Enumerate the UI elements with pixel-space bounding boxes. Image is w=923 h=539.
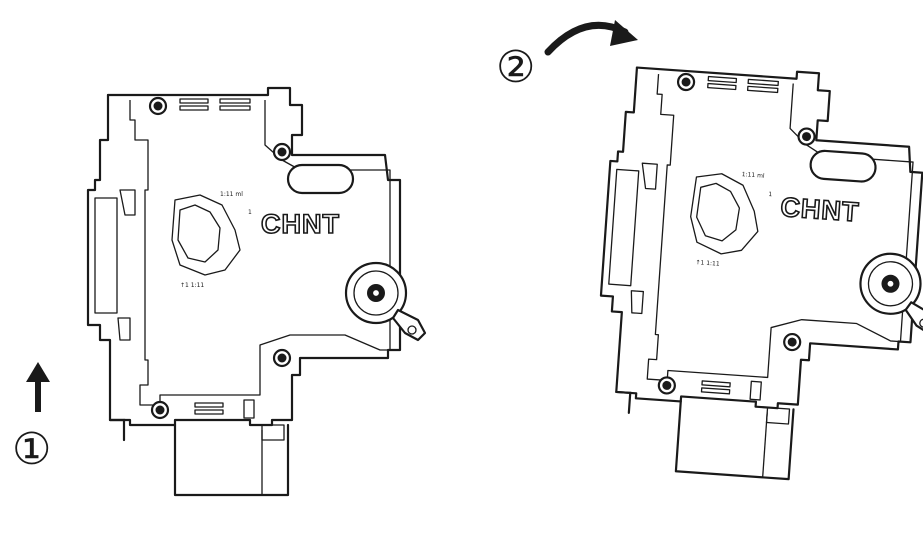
brand-label-left: CHNT <box>261 209 340 239</box>
brand-label-right: CHNT <box>780 192 861 227</box>
curved-arrow-clockwise-icon <box>544 20 638 56</box>
step-2-marker: ② <box>496 42 535 93</box>
breaker-left: CHNT <box>86 86 427 497</box>
arrow-up-icon <box>26 362 50 412</box>
breaker-right: CHNT <box>587 58 923 490</box>
step-1-marker: ① <box>12 424 51 475</box>
